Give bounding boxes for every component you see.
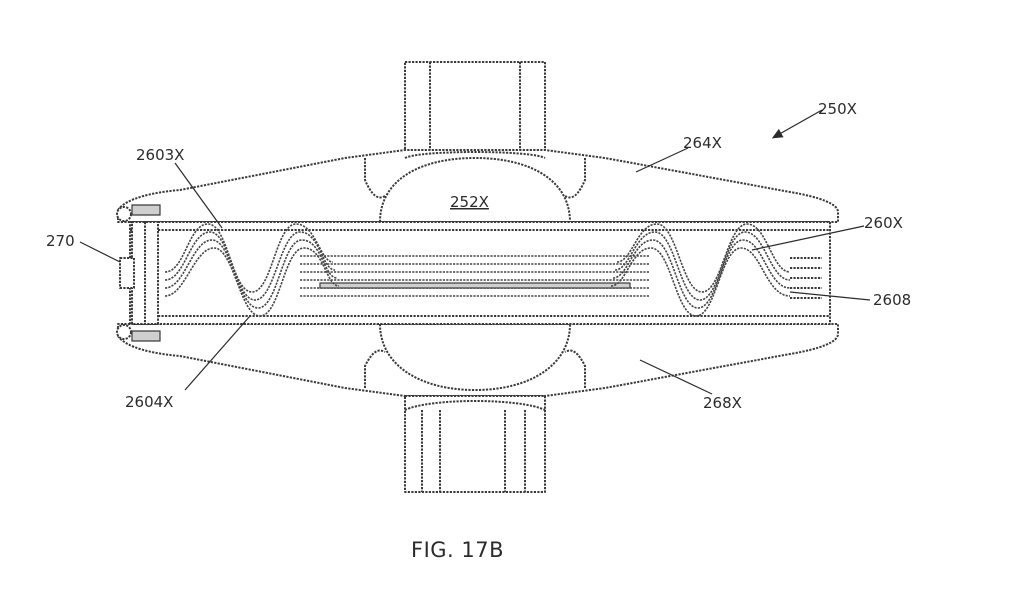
label-2603x: 2603X	[136, 146, 184, 164]
label-252x: 252X	[450, 193, 489, 211]
label-250x: 250X	[818, 100, 857, 118]
middle-band	[130, 222, 830, 324]
label-268x: 268X	[703, 394, 742, 412]
end-cap	[117, 205, 160, 341]
label-264x: 264X	[683, 134, 722, 152]
label-260x: 260X	[864, 214, 903, 232]
label-2608: 2608	[873, 291, 911, 309]
upper-port-tube	[405, 62, 545, 158]
label-2604x: 2604X	[125, 393, 173, 411]
figure-caption: FIG. 17B	[411, 538, 504, 562]
lower-port-tube	[405, 396, 545, 492]
label-270: 270	[46, 232, 75, 250]
